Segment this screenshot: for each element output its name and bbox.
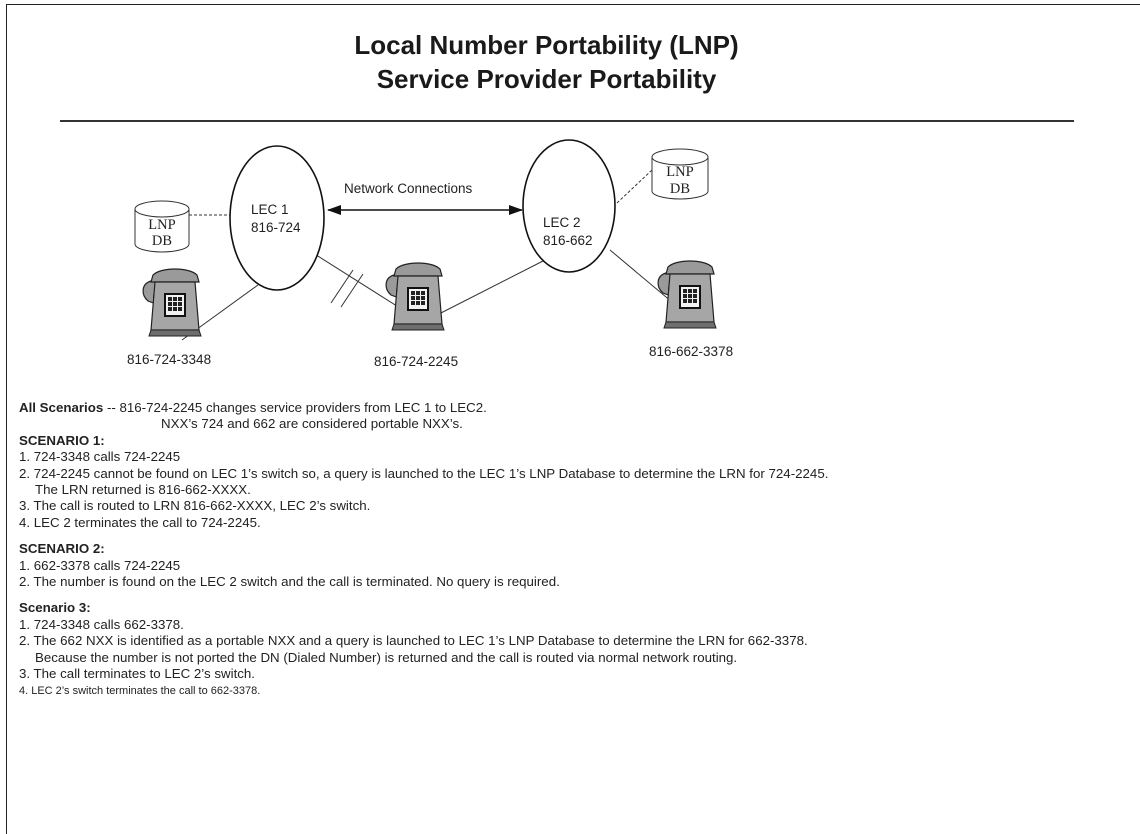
telephone-icon-2 <box>385 262 445 331</box>
lnp-db-left-icon <box>134 200 190 253</box>
break-mark-1 <box>330 269 354 304</box>
title-line-1: Local Number Portability (LNP) <box>354 30 739 60</box>
all-scenarios-line: All Scenarios -- 816-724-2245 changes se… <box>19 400 1134 416</box>
scenario3-step-1: 1. 724-3348 calls 662-3378. <box>19 616 184 632</box>
scenario1-step-3: 3. The call is routed to LRN 816-662-XXX… <box>19 498 371 514</box>
db-left-label-1: LNP <box>148 217 176 233</box>
lec1-prefix-label: 816-724 <box>251 220 301 235</box>
scenario3-heading: Scenario 3: <box>19 600 91 616</box>
lec2-prefix-label: 816-662 <box>543 233 593 248</box>
line-lec2-phone2 <box>436 260 544 316</box>
scenario2-step-1: 1. 662-3378 calls 724-2245 <box>19 557 181 573</box>
scenario3-step-2-cont: Because the number is not ported the DN … <box>35 649 738 665</box>
phone3-number: 816-662-3378 <box>649 344 734 359</box>
scenario3-step-2: 2. The 662 NXX is identified as a portab… <box>19 633 808 649</box>
scenario2-step-2: 2. The number is found on the LEC 2 swit… <box>19 574 560 590</box>
scenario2-heading: SCENARIO 2: <box>19 541 105 557</box>
scenario1-heading: SCENARIO 1: <box>19 432 105 448</box>
line-lec1-phone2-broken <box>301 245 401 309</box>
db-right-label-2: DB <box>669 181 691 197</box>
lec1-name-label: LEC 1 <box>251 202 289 217</box>
telephone-icon-1 <box>142 268 202 337</box>
all-scenarios-label: All Scenarios <box>19 400 104 415</box>
scenario1-step-2: 2. 724-2245 cannot be found on LEC 1’s s… <box>19 465 829 481</box>
title-divider <box>60 120 1074 122</box>
lec2-name-label: LEC 2 <box>543 215 581 230</box>
telephone-icon-3 <box>657 260 717 329</box>
scenario1-step-2-cont: The LRN returned is 816-662-XXXX. <box>35 482 251 498</box>
title-line-2: Service Provider Portability <box>376 64 717 94</box>
page-frame <box>6 4 1140 834</box>
phone2-number: 816-724-2245 <box>374 354 459 369</box>
db-left-label-2: DB <box>151 233 173 249</box>
scenario3-step-3: 3. The call terminates to LEC 2’s switch… <box>19 666 256 682</box>
link-db-lec2 <box>616 169 653 204</box>
lec2-switch <box>522 139 616 273</box>
lnp-db-right-icon <box>651 148 709 200</box>
all-scenarios-text: -- 816-724-2245 changes service provider… <box>103 400 487 415</box>
network-connections-label: Network Connections <box>344 181 473 196</box>
lec1-switch <box>229 145 325 291</box>
scenario1-step-4: 4. LEC 2 terminates the call to 724-2245… <box>19 514 261 530</box>
phone1-number: 816-724-3348 <box>127 352 212 367</box>
scenario3-step-4: 4. LEC 2’s switch terminates the call to… <box>19 684 261 697</box>
scenario1-step-1: 1. 724-3348 calls 724-2245 <box>19 449 181 465</box>
line-lec2-phone3 <box>609 249 673 303</box>
all-scenarios-line-2: NXX’s 724 and 662 are considered portabl… <box>161 416 463 432</box>
network-diagram <box>134 139 717 341</box>
scenario-text: All Scenarios -- 816-724-2245 changes se… <box>19 400 1134 699</box>
break-mark-2 <box>340 273 364 308</box>
db-right-label-1: LNP <box>666 164 694 180</box>
page-title: Local Number Portability (LNP) Service P… <box>0 28 1093 96</box>
